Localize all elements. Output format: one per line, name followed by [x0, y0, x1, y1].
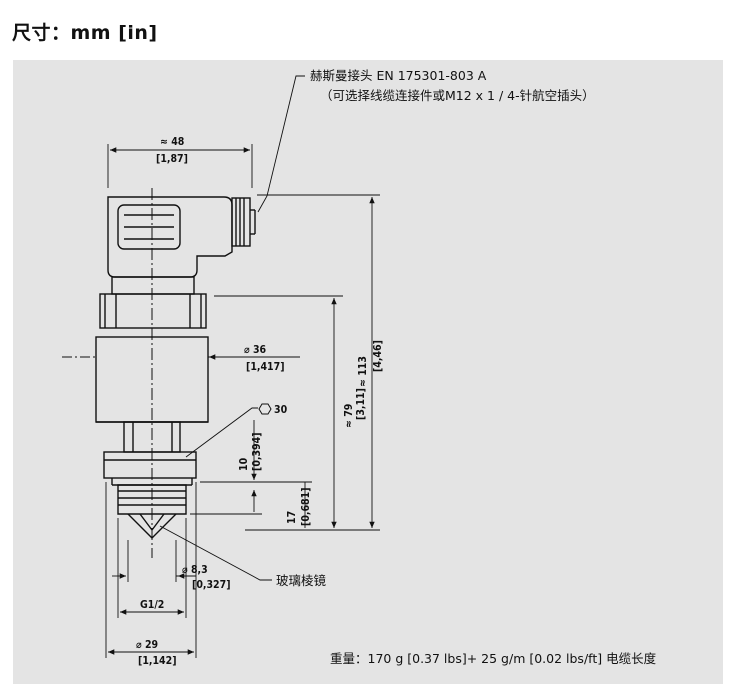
dim-h113-mm: ≈ 113: [357, 356, 369, 387]
dim-h113-in: [4,46]: [372, 340, 384, 372]
drawing-panel: [13, 60, 723, 684]
dim-h17-mm: 17: [286, 511, 298, 524]
dim-dia8-mm: ⌀ 8,3: [182, 564, 208, 576]
dim-h79-in: [3,11]: [355, 388, 367, 420]
dim-dia36-mm: ⌀ 36: [244, 344, 267, 356]
weight-note: 重量：170 g [0.37 lbs]+ 25 g/m [0.02 lbs/ft…: [330, 651, 657, 666]
dim-h17-in: [0,681]: [300, 487, 312, 526]
hex-symbol: [258, 403, 272, 415]
dim-dia29-in: [1,142]: [138, 655, 177, 667]
dim-hex30: 30: [274, 404, 288, 416]
sensor-body: [95, 196, 256, 539]
dim-thread: G1/2: [140, 599, 164, 611]
dim-dia8-in: [0,327]: [192, 579, 231, 591]
dim-dia36-in: [1,417]: [246, 361, 285, 373]
dim-width48-in: [1,87]: [156, 153, 188, 165]
dim-dia29-mm: ⌀ 29: [136, 639, 158, 651]
connector-callout-line1: 赫斯曼接头 EN 175301-803 A: [310, 68, 487, 83]
dim-h10-in: [0,394]: [251, 432, 263, 471]
dim-width48-mm: ≈ 48: [160, 136, 184, 148]
connector-callout-line2: （可选择线缆连接件或M12 x 1 / 4-针航空插头）: [320, 88, 595, 103]
dim-h10-mm: 10: [238, 457, 250, 471]
dim-h79-mm: ≈ 79: [343, 404, 355, 428]
page-title: 尺寸：mm [in]: [12, 22, 158, 44]
glass-lens-callout: 玻璃棱镜: [276, 573, 327, 588]
